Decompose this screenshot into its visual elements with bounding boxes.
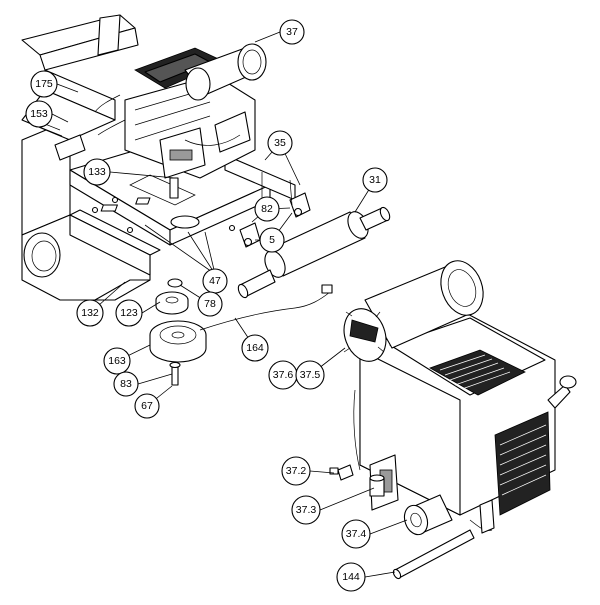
callout-82: 82: [254, 196, 280, 222]
clutch-assembly: [149, 278, 333, 386]
callout-37-5: 37.5: [295, 360, 325, 390]
svg-text:37: 37: [286, 26, 298, 38]
svg-text:5: 5: [269, 234, 275, 246]
svg-text:163: 163: [108, 355, 126, 367]
svg-text:31: 31: [369, 174, 381, 186]
svg-text:37.4: 37.4: [346, 528, 367, 540]
svg-text:37.6: 37.6: [273, 369, 294, 381]
callout-133: 133: [83, 158, 111, 186]
callout-5: 5: [259, 227, 285, 253]
svg-text:37.5: 37.5: [300, 369, 321, 381]
callout-123: 123: [115, 299, 143, 327]
svg-text:37.2: 37.2: [286, 465, 307, 477]
callout-132: 132: [76, 299, 104, 327]
svg-text:123: 123: [120, 307, 138, 319]
callout-37: 37: [279, 19, 305, 45]
mounted-engine: [94, 43, 267, 199]
svg-text:67: 67: [141, 400, 153, 412]
svg-text:78: 78: [204, 298, 216, 310]
callout-31: 31: [362, 167, 388, 193]
callout-164: 164: [241, 334, 269, 362]
callout-175: 175: [30, 70, 58, 98]
mower-frame: [21, 14, 296, 301]
svg-text:144: 144: [342, 571, 360, 583]
callout-153: 153: [25, 100, 53, 128]
svg-text:82: 82: [261, 203, 273, 215]
svg-text:37.3: 37.3: [296, 504, 317, 516]
callout-bubbles: 37 175 153 35 133 31 82 5 47 132 123 78 …: [25, 19, 388, 592]
callout-163: 163: [103, 347, 131, 375]
callout-37-3: 37.3: [291, 495, 321, 525]
muffler-assembly: [237, 172, 391, 299]
svg-text:153: 153: [30, 108, 48, 120]
svg-text:175: 175: [35, 78, 53, 90]
callout-78: 78: [197, 291, 223, 317]
svg-text:47: 47: [209, 275, 221, 287]
callout-83: 83: [113, 371, 139, 397]
callout-37-2: 37.2: [281, 456, 311, 486]
svg-text:83: 83: [120, 378, 132, 390]
svg-text:164: 164: [246, 342, 264, 354]
svg-text:133: 133: [88, 166, 106, 178]
callout-67: 67: [134, 393, 160, 419]
callout-47: 47: [202, 268, 228, 294]
callout-35: 35: [267, 130, 293, 156]
engine-assembly: [329, 260, 577, 580]
callout-37-6: 37.6: [268, 360, 298, 390]
svg-text:35: 35: [274, 137, 286, 149]
callout-37-4: 37.4: [341, 519, 371, 549]
callout-144: 144: [336, 562, 366, 592]
svg-text:132: 132: [81, 307, 99, 319]
